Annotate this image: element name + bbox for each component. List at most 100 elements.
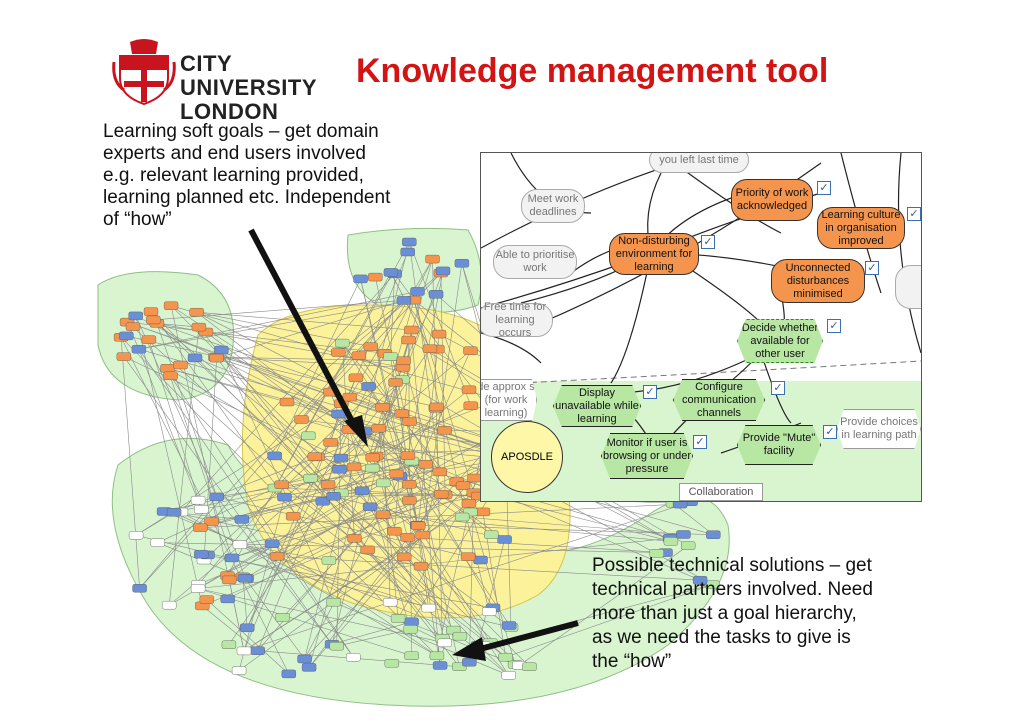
overview-node [462,658,477,667]
overview-node [353,274,368,284]
overview-link [340,379,403,459]
check-icon: ✓ [823,425,837,439]
overview-node [301,663,317,672]
overview-node [346,653,361,662]
overview-node [193,523,208,532]
overview-link [469,492,475,663]
intro-line-1: Learning soft goals – get domain [103,121,379,142]
overview-link [163,511,454,631]
overview-link [138,349,202,510]
overview-node [194,505,209,514]
overview-node [239,623,255,632]
overview-node [209,353,224,363]
overview-node [497,535,512,544]
overview-node [332,465,347,474]
overview-node [403,625,418,634]
overview-node [394,409,409,418]
overview-node [463,401,478,410]
overview-node [484,530,499,539]
overview-link [368,386,494,609]
city-university-logo: CITY UNIVERSITY LONDON [112,38,352,124]
overview-link [468,503,516,665]
overview-node [161,601,177,610]
overview-node [482,607,497,616]
zoom-node-right-edge [895,265,921,309]
page-title: Knowledge management tool [356,52,829,90]
overview-node [383,352,398,361]
overview-node [301,431,316,441]
overview-link [271,543,438,657]
overview-link [202,605,258,651]
overview-node [237,574,253,583]
overview-node [326,492,341,501]
overview-node [335,338,350,348]
check-icon: ✓ [771,381,785,395]
zoom-node-display-unavailable: Display unavailable while learning [553,385,641,427]
overview-node [375,510,391,519]
overview-node [363,342,378,351]
overview-link [477,539,505,646]
logo-line-2: LONDON [180,99,279,124]
overview-node [143,307,159,316]
overview-node [432,661,448,670]
overview-link [216,300,404,359]
overview-node [706,530,721,539]
zoomed-goal-diagram: you left last time Meet work deadlines A… [480,152,922,502]
overview-link [331,339,409,645]
overview-node [361,382,376,391]
overview-node [397,552,412,562]
overview-link [206,599,290,675]
bottom-text: Possible technical solutions – get techn… [592,554,932,674]
bottom-line-2: technical partners involved. Need [592,579,873,600]
arrow-to-soft-goals [248,228,357,427]
overview-node [116,352,131,361]
overview-node [279,397,295,407]
overview-link [505,584,713,658]
zoom-node-learning-culture: Learning culture in organisation improve… [817,207,905,249]
overview-node [342,392,358,402]
overview-link [127,321,385,354]
overview-node [428,290,444,299]
overview-node [220,594,235,604]
overview-node [663,537,679,546]
overview-node [267,451,282,461]
overview-link [198,537,671,589]
overview-node [163,371,178,381]
overview-link [332,621,412,645]
overview-node [150,538,165,547]
overview-link [244,578,305,660]
overview-node [402,480,417,489]
overview-node [269,552,285,561]
overview-node [389,469,404,479]
overview-node [365,463,380,473]
check-icon: ✓ [643,385,657,399]
overview-node [402,237,417,247]
overview-node [375,402,390,412]
overview-node [146,315,161,325]
overview-node [692,576,708,585]
overview-link [198,484,282,585]
overview-link [215,356,404,361]
overview-node [294,415,309,424]
overview-node [421,603,436,613]
overview-node [437,426,452,435]
overview-link [170,375,354,658]
overview-node [323,438,338,447]
overview-node [460,552,476,561]
intro-text: Learning soft goals – get domain experts… [103,121,473,231]
overview-link [211,300,405,522]
overview-link [340,457,429,609]
overview-link [239,544,329,561]
overview-link [390,272,431,349]
overview-node [432,467,447,477]
overview-link [390,273,395,357]
zoom-node-collaboration: Collaboration [679,483,763,501]
arrow-head-soft-goals [344,415,368,447]
overview-node [401,335,416,345]
overview-node [429,402,444,412]
zoom-node-learning-point: you left last time [649,153,749,173]
university-crest-icon [112,39,176,106]
overview-link [342,343,355,539]
overview-node [128,531,144,540]
overview-link [196,311,412,331]
